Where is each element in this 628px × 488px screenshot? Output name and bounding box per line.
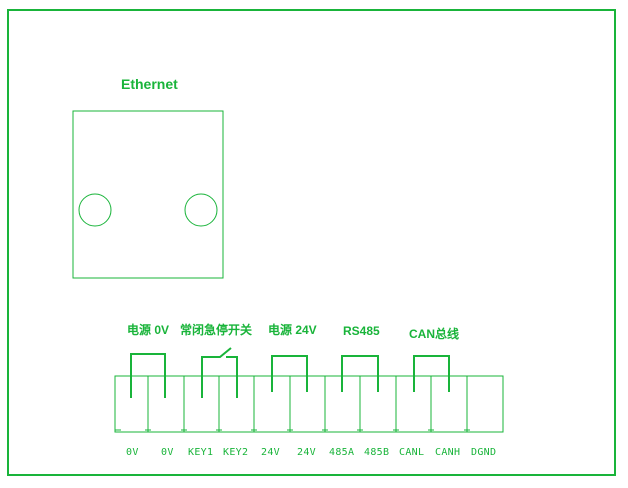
estop-switch (201, 347, 238, 398)
outer-frame (7, 9, 616, 476)
pin-label-key2: KEY2 (223, 447, 248, 458)
jumper-power-24v (271, 355, 308, 392)
ethernet-mount-hole-left (78, 193, 112, 227)
pin-label-485a: 485A (329, 447, 354, 458)
ethernet-mount-hole-right (184, 193, 218, 227)
pin-label-canh: CANH (435, 447, 460, 458)
pin-label-24v-1: 24V (261, 447, 280, 458)
pin-label-24v-2: 24V (297, 447, 316, 458)
terminal-block-frame (114, 375, 504, 433)
jumper-power-0v (130, 353, 166, 398)
pin-label-dgnd: DGND (471, 447, 496, 458)
jumper-can-bus (413, 355, 450, 392)
group-label-estop: 常闭急停开关 (180, 322, 252, 337)
terminal-block (114, 375, 504, 433)
pin-label-0v-1: 0V (126, 447, 139, 458)
pin-label-0v-2: 0V (161, 447, 174, 458)
pin-label-485b: 485B (364, 447, 389, 458)
ethernet-port (72, 110, 224, 279)
wiring (130, 347, 450, 398)
pin-label-key1: KEY1 (188, 447, 213, 458)
ethernet-label: Ethernet (121, 76, 178, 92)
pin-label-canl: CANL (399, 447, 424, 458)
group-label-rs485: RS485 (343, 324, 380, 338)
group-label-power-24v: 电源 24V (268, 322, 317, 337)
group-label-can-bus: CAN总线 (409, 326, 459, 341)
jumper-rs485 (341, 355, 379, 392)
group-label-power-0v: 电源 0V (127, 322, 169, 337)
